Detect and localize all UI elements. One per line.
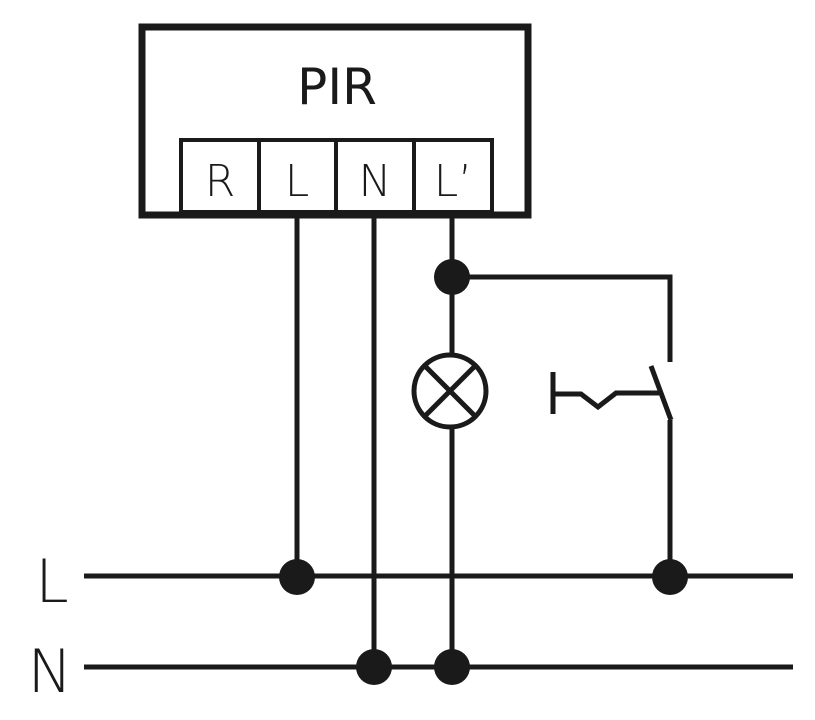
pushbutton-switch-icon xyxy=(550,365,674,576)
line-bus-label: L xyxy=(35,547,68,617)
junction-dot-l-prime xyxy=(434,259,470,295)
terminal-label-l: L xyxy=(285,156,310,207)
lamp-icon xyxy=(411,352,489,430)
junction-dot-line-l xyxy=(279,559,315,595)
junction-dot-line-switch xyxy=(652,559,688,595)
pir-title: PIR xyxy=(297,58,377,116)
junction-dot-neutral-n xyxy=(356,649,392,685)
junction-dot-neutral-lamp xyxy=(434,649,470,685)
terminal-label-r: R xyxy=(205,156,236,207)
terminal-label-l-prime: L’ xyxy=(434,156,473,207)
pir-device-box xyxy=(138,23,532,219)
terminal-label-n: N xyxy=(359,156,392,207)
terminal-block xyxy=(179,138,494,214)
neutral-bus-label: N xyxy=(28,637,73,707)
wire-switch-branch xyxy=(452,274,673,362)
